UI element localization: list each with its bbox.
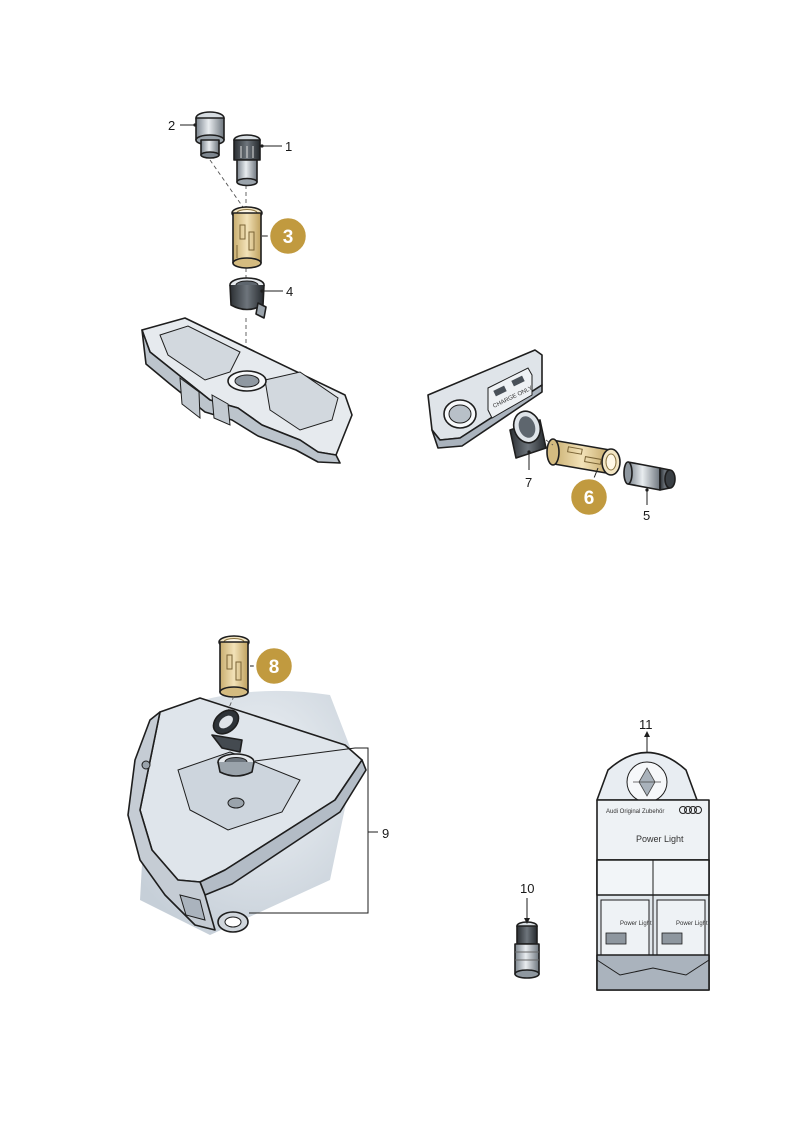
part-8-socket-insert	[218, 635, 250, 698]
assembly-luggage-compartment: 9 8	[127, 635, 389, 935]
part-10-power-light: 10	[514, 881, 540, 979]
part-2-cigarette-lighter	[195, 111, 225, 159]
part-1-lighter-element	[233, 134, 261, 187]
part-label-10: 10	[520, 881, 534, 896]
part-4-holder	[229, 277, 267, 319]
part-3-socket-insert	[231, 206, 263, 269]
part-label-1: 1	[285, 139, 292, 154]
callout-3: 3	[267, 215, 309, 257]
part-6-socket-insert	[546, 438, 621, 476]
display-sub-label-right: Power Light	[676, 921, 708, 927]
callout-6: 6	[568, 476, 610, 518]
callout-8: 8	[253, 645, 295, 687]
part-label-9: 9	[382, 826, 389, 841]
audi-rings-logo	[679, 806, 702, 814]
assembly-center-console: 2 1 4 3	[141, 111, 353, 464]
luggage-side-trim	[127, 697, 367, 931]
part-11-display-box: 11 Audi Original Zubehör Power Light Pow…	[596, 717, 710, 991]
part-7-holder	[509, 410, 547, 459]
center-console-tray	[141, 317, 353, 464]
socket-cap-assembly	[211, 709, 255, 777]
guide-line	[209, 159, 246, 211]
callout-label-8: 8	[269, 657, 280, 678]
display-sub-label-left: Power Light	[620, 921, 652, 927]
part-5-cigarette-lighter	[623, 461, 676, 491]
part-label-7: 7	[525, 475, 532, 490]
callout-label-3: 3	[283, 227, 294, 248]
display-title: Power Light	[636, 834, 684, 844]
part-label-4: 4	[286, 284, 293, 299]
retaining-nut	[217, 911, 249, 933]
part-label-2: 2	[168, 118, 175, 133]
assembly-usb-panel: CHARGE ONLY 7 5	[427, 349, 676, 523]
display-brand-text: Audi Original Zubehör	[606, 809, 664, 815]
part-label-11: 11	[639, 717, 653, 732]
part-label-5: 5	[643, 508, 650, 523]
callout-label-6: 6	[584, 488, 595, 509]
